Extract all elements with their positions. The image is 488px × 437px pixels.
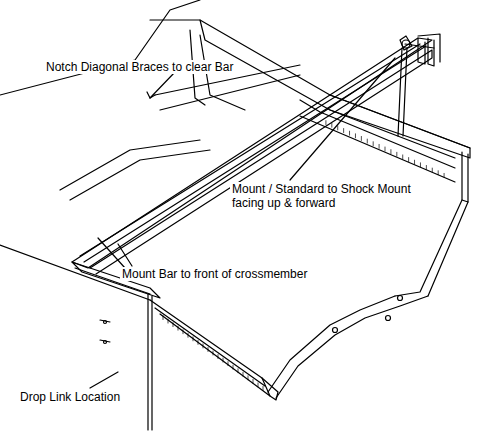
callout-label: Mount Bar to front of crossmember — [120, 267, 309, 281]
callout-label: Drop Link Location — [18, 390, 122, 404]
callout-label: Notch Diagonal Braces to clear Bar — [44, 60, 235, 74]
callout-label: Mount / Standard to Shock Mount facing u… — [230, 182, 439, 210]
